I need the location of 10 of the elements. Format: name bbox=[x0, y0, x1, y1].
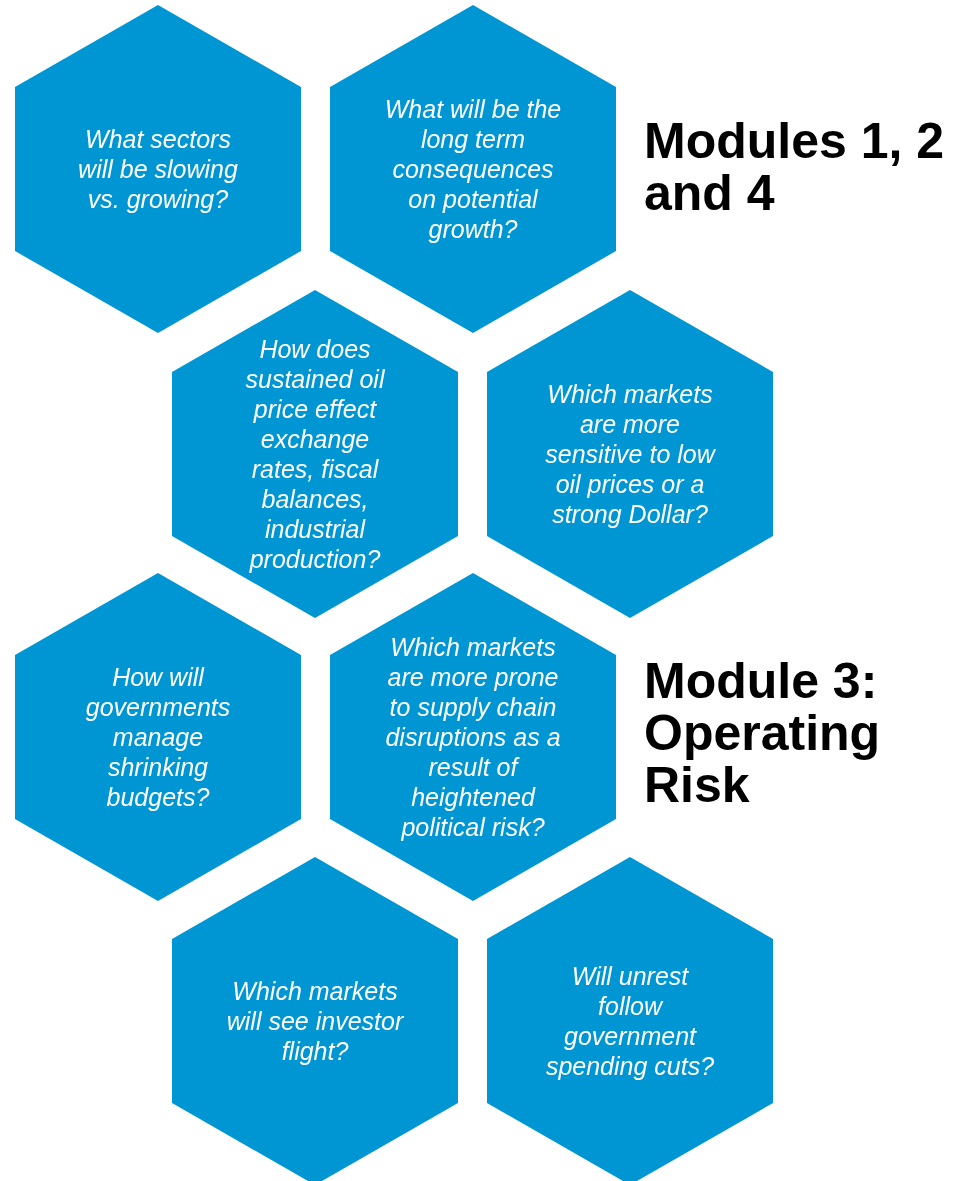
question-text: Which markets are more sensitive to low oil prices or a strong Dollar? bbox=[544, 379, 717, 529]
question-text: Which markets will see investor flight? bbox=[226, 976, 404, 1066]
question-text: How does sustained oil price effect exchange rates, fiscal balances, industrial production? bbox=[244, 334, 386, 574]
question-text: How will governments manage shrinking budgets? bbox=[84, 662, 232, 812]
question-text: Will unrest follow government spending cuts? bbox=[544, 961, 716, 1081]
module-heading: Module 3: Operating Risk bbox=[644, 655, 882, 811]
question-text: What sectors will be slowing vs. growing? bbox=[77, 124, 239, 214]
module-heading: Modules 1, 2 and 4 bbox=[644, 115, 946, 219]
question-text: What will be the long term consequences on potential growth? bbox=[384, 94, 562, 244]
question-text: Which markets are more prone to supply chain disruptions as a result of heightened political risk? bbox=[384, 632, 562, 842]
